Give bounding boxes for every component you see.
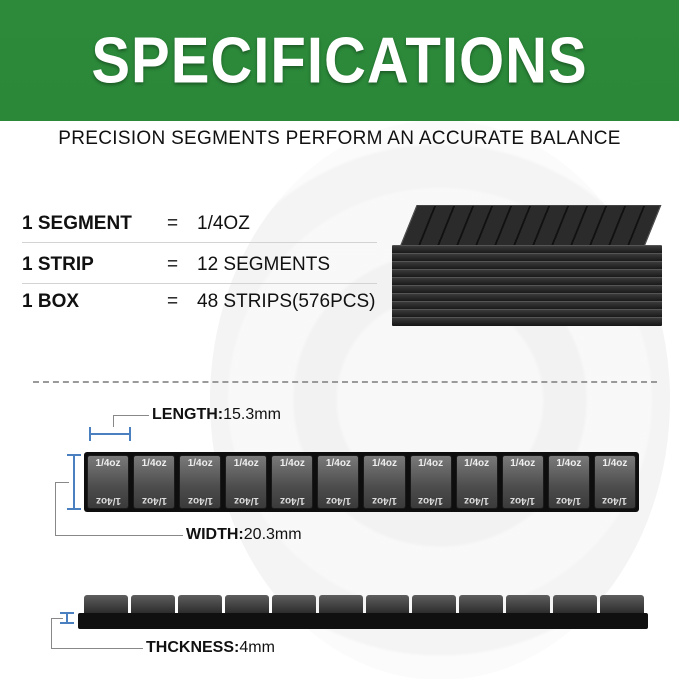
segment-side bbox=[600, 595, 645, 617]
thickness-measure-line bbox=[66, 612, 68, 624]
spec-value: 12 SEGMENTS bbox=[197, 254, 331, 275]
width-label: WIDTH:20.3mm bbox=[186, 526, 302, 543]
spec-key: 1 BOX bbox=[22, 291, 80, 312]
adhesive-backing bbox=[78, 613, 648, 629]
stacked-strips-image bbox=[388, 205, 668, 327]
width-measure-tick bbox=[67, 454, 81, 456]
spec-row-box: 1 BOX = 48 STRIPS(576PCS) bbox=[22, 288, 382, 316]
segment-side bbox=[224, 595, 269, 617]
page-title: SPECIFICATIONS bbox=[91, 24, 588, 97]
segment-side bbox=[177, 595, 222, 617]
spec-key: 1 STRIP bbox=[22, 254, 94, 275]
width-leader-line bbox=[55, 535, 183, 536]
thickness-leader-line bbox=[51, 618, 63, 619]
spec-equals: = bbox=[167, 254, 179, 275]
length-leader-line bbox=[113, 415, 114, 427]
spec-key: 1 SEGMENT bbox=[22, 213, 132, 234]
length-measure-tick bbox=[129, 427, 131, 441]
divider bbox=[22, 242, 377, 243]
thickness-leader-line bbox=[51, 618, 52, 648]
length-measure-tick bbox=[89, 427, 91, 441]
dashed-divider bbox=[33, 381, 657, 383]
thickness-label: THCKNESS:4mm bbox=[146, 639, 275, 656]
header-banner: SPECIFICATIONS bbox=[0, 0, 679, 121]
length-leader-line bbox=[113, 415, 149, 416]
width-leader-line bbox=[55, 482, 69, 483]
segment-side bbox=[412, 595, 457, 617]
thickness-measure-tick bbox=[60, 612, 74, 614]
weight-strip-side bbox=[78, 595, 648, 629]
segment-side bbox=[318, 595, 363, 617]
stack-top-face bbox=[399, 205, 662, 247]
spec-value: 48 STRIPS(576PCS) bbox=[197, 291, 376, 312]
segment-side bbox=[365, 595, 410, 617]
width-measure-tick bbox=[67, 508, 81, 510]
segment-side bbox=[506, 595, 551, 617]
segment-side bbox=[84, 595, 128, 617]
segment-side bbox=[553, 595, 598, 617]
spec-equals: = bbox=[167, 291, 179, 312]
segment-side bbox=[130, 595, 175, 617]
segment-side bbox=[271, 595, 316, 617]
spec-row-segment: 1 SEGMENT = 1/4OZ bbox=[22, 210, 382, 238]
thickness-measure-tick bbox=[60, 622, 74, 624]
spec-equals: = bbox=[167, 213, 179, 234]
subtitle: PRECISION SEGMENTS PERFORM AN ACCURATE B… bbox=[58, 128, 621, 149]
segment-side bbox=[459, 595, 504, 617]
spec-row-strip: 1 STRIP = 12 SEGMENTS bbox=[22, 251, 382, 279]
width-measure-line bbox=[73, 454, 75, 510]
thickness-leader-line bbox=[51, 648, 143, 649]
width-leader-line bbox=[55, 482, 56, 535]
spec-value: 1/4OZ bbox=[197, 213, 250, 234]
length-measure-line bbox=[89, 433, 131, 435]
divider bbox=[22, 283, 377, 284]
length-label: LENGTH:15.3mm bbox=[152, 406, 281, 423]
